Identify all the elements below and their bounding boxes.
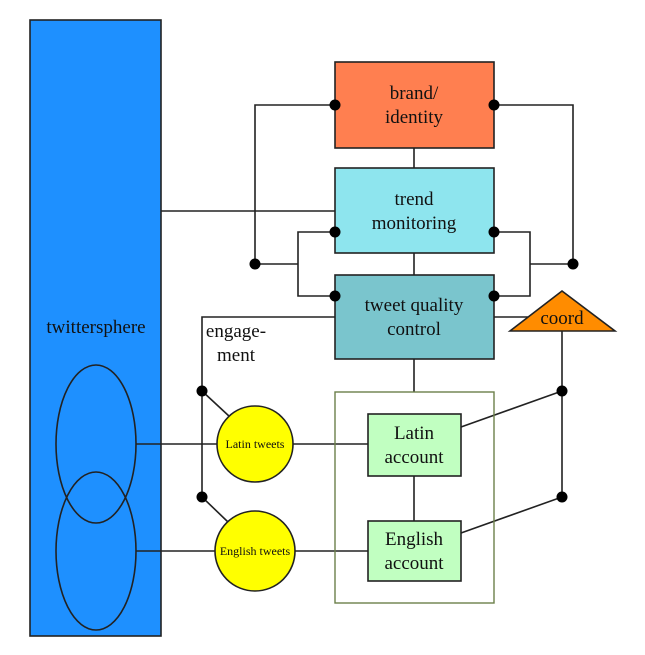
port-dot [329, 99, 341, 111]
trend-label-line1: trend [394, 189, 434, 210]
latin-account-label-line1: Latin [394, 423, 435, 444]
edge-coord-latin [460, 390, 563, 428]
engagement-label-line1: engage- [206, 321, 266, 342]
brand-label-line1: brand/ [390, 83, 439, 104]
latin-tweets-label: Latin tweets [226, 437, 285, 451]
edge-brand-right-bracket [494, 104, 574, 264]
junction-dot [196, 385, 208, 397]
english-account-node[interactable] [367, 520, 462, 582]
latin-account-label-line2: account [384, 447, 444, 468]
coord-label: coord [540, 308, 584, 329]
edge-engagement-english [201, 496, 229, 523]
edge-brand-left-bracket [254, 104, 335, 264]
edge-engagement-bracket [201, 316, 335, 497]
port-dot [329, 226, 341, 238]
junction-dot [556, 385, 568, 397]
junction-dot [196, 491, 208, 503]
trend-label-line2: monitoring [372, 213, 457, 234]
edge-engagement-latin [201, 390, 231, 418]
junction-dot [556, 491, 568, 503]
brand-label-line2: identity [385, 107, 444, 128]
port-dot [488, 99, 500, 111]
twittersphere-node[interactable] [29, 19, 162, 637]
port-dot [488, 290, 500, 302]
port-dot [329, 290, 341, 302]
tweet-quality-control-node[interactable] [334, 274, 495, 360]
edge-coord-english [460, 496, 563, 534]
brand-identity-node[interactable] [334, 61, 495, 149]
twittersphere-label: twittersphere [46, 317, 145, 338]
trend-monitoring-node[interactable] [334, 167, 495, 254]
edge-left-inner-bracket [297, 231, 335, 297]
english-account-label-line2: account [384, 553, 444, 574]
engagement-label-line2: ment [217, 345, 256, 366]
english-tweets-label: English tweets [220, 544, 291, 558]
latin-tweets-node[interactable] [216, 405, 294, 483]
junction-dot [249, 258, 261, 270]
english-account-label-line1: English [385, 529, 444, 550]
port-dot [488, 226, 500, 238]
junction-dot [567, 258, 579, 270]
edge-right-inner-bracket [494, 231, 531, 297]
coord-node[interactable] [507, 289, 618, 332]
latin-account-node[interactable] [367, 413, 462, 477]
quality-label-line2: control [387, 319, 441, 340]
english-tweets-node[interactable] [214, 510, 296, 592]
quality-label-line1: tweet quality [365, 295, 464, 316]
accounts-group-frame [334, 391, 495, 604]
